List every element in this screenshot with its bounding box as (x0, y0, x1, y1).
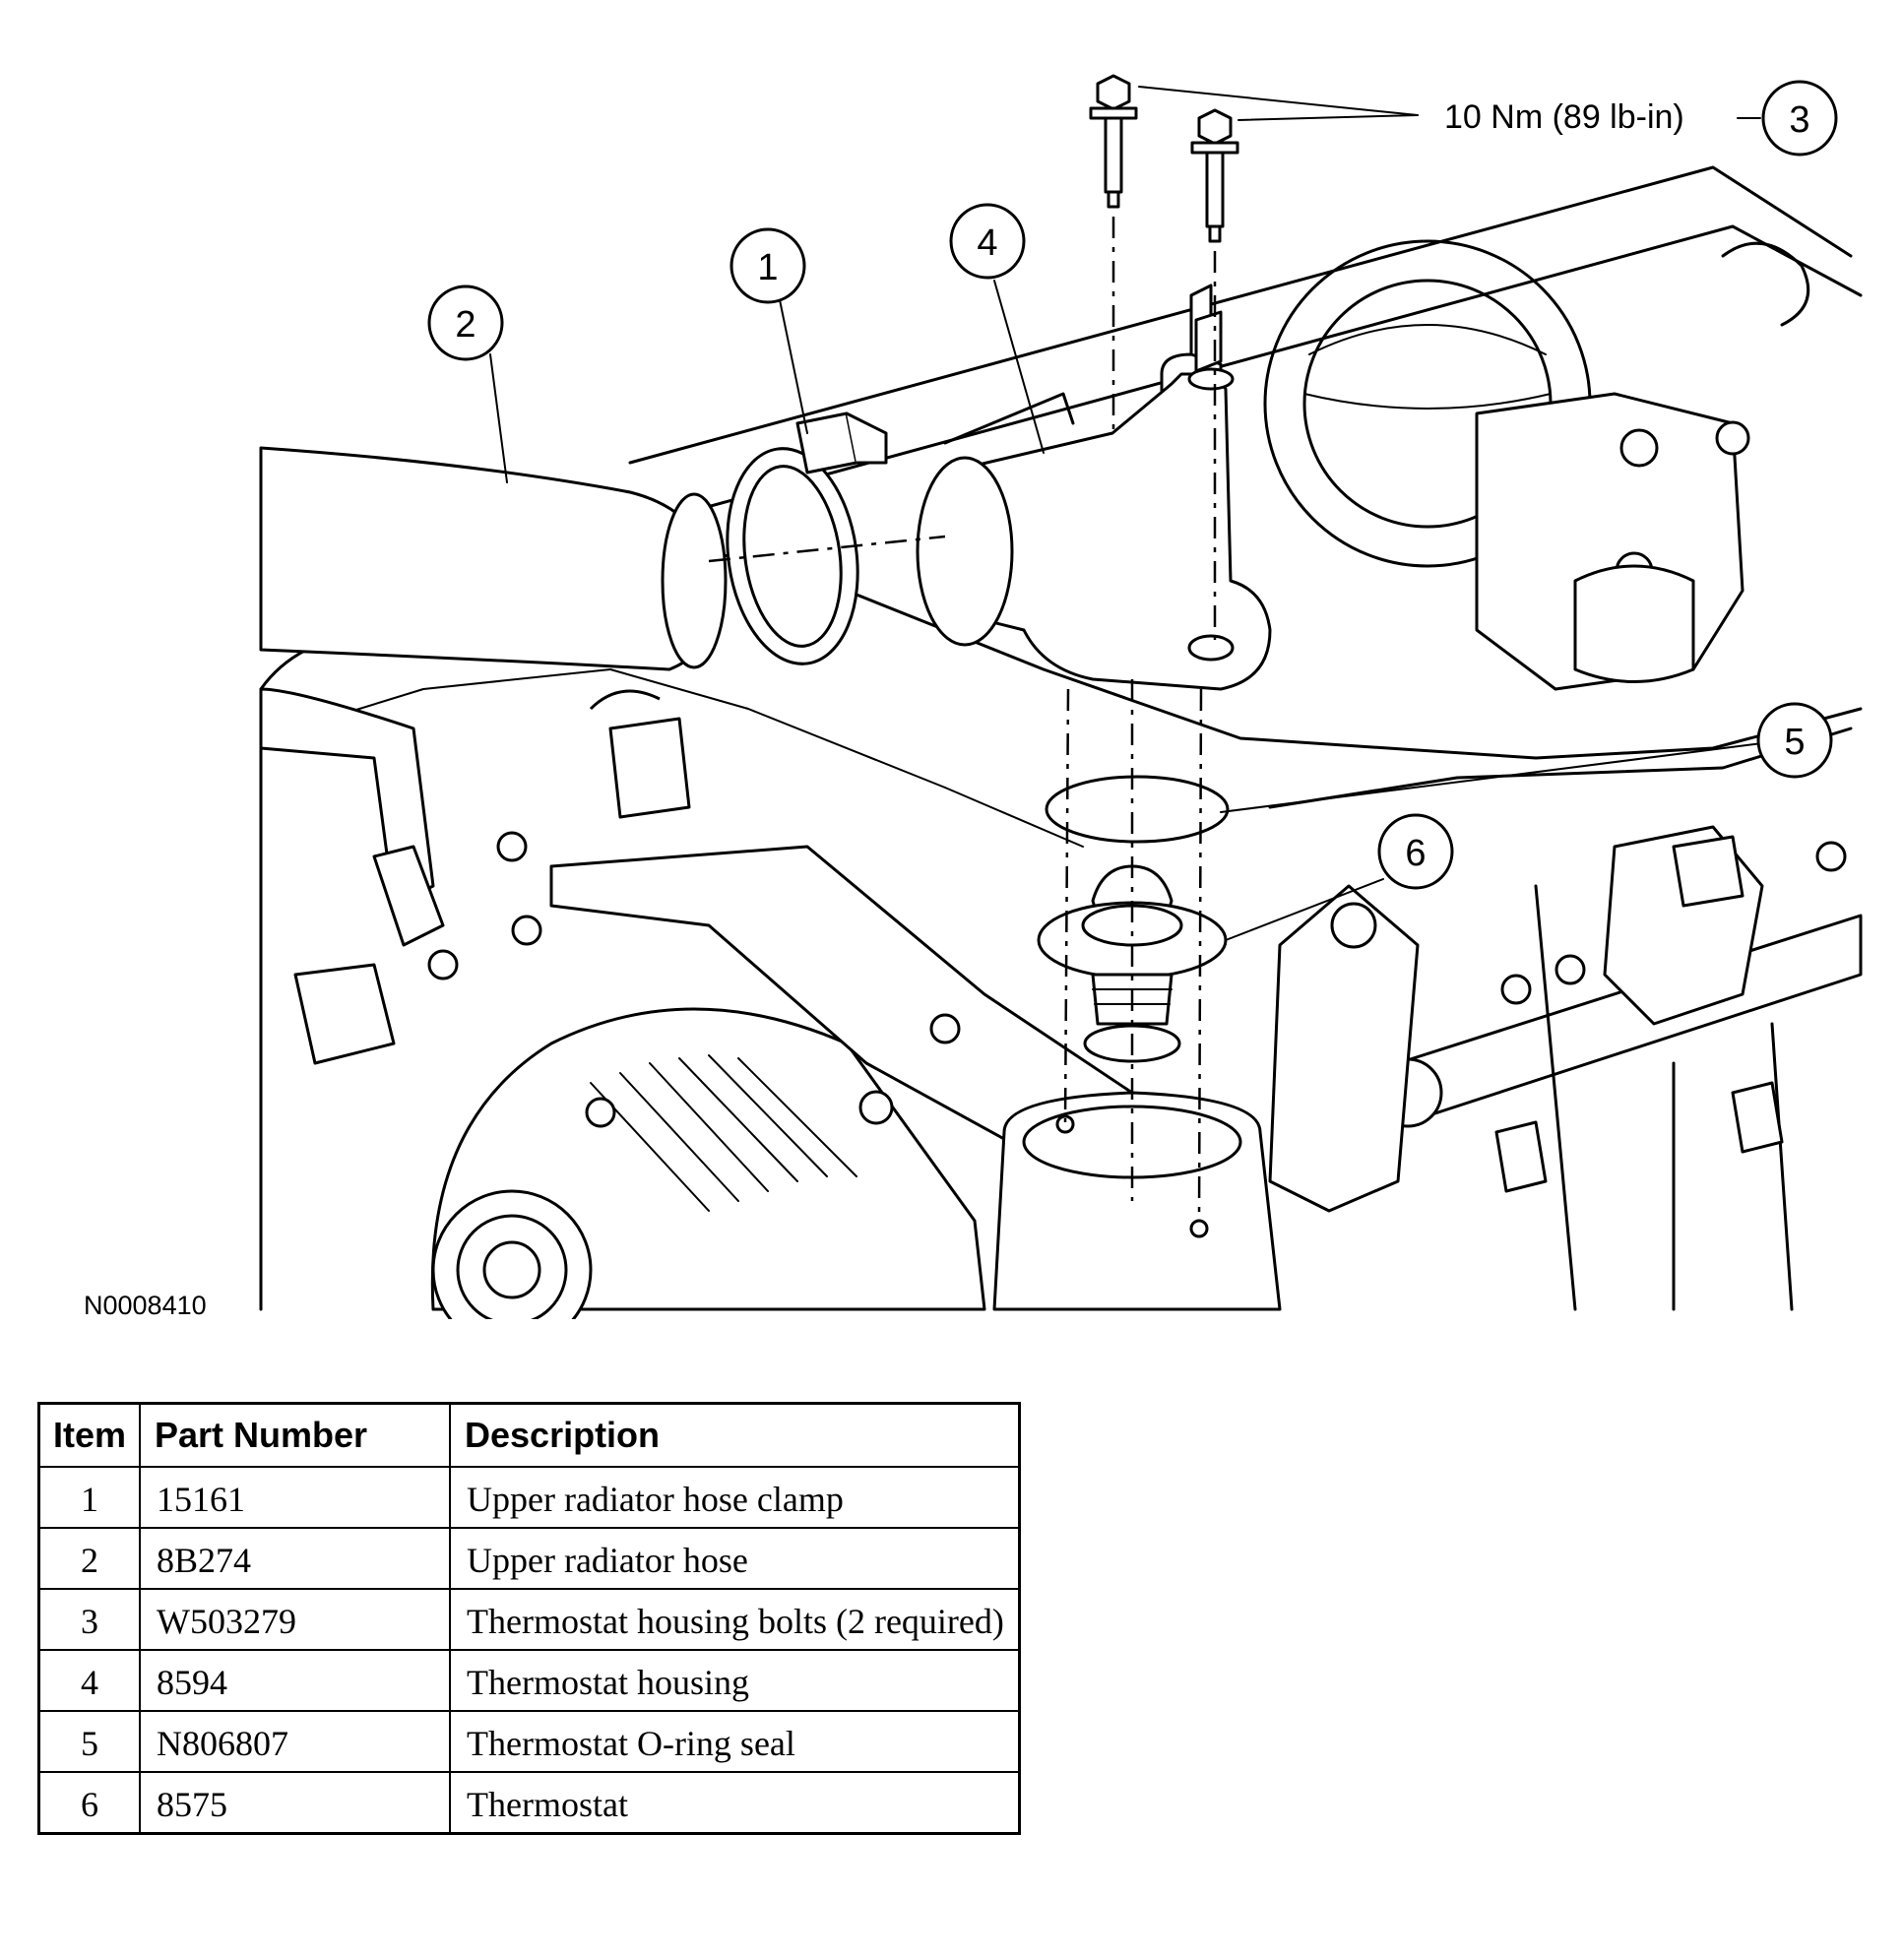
column-header-description: Description (449, 1402, 1021, 1468)
cell-part-number: N806807 (139, 1710, 451, 1773)
alternator (430, 1007, 986, 1319)
cell-item: 1 (37, 1466, 141, 1529)
cell-item: 5 (37, 1710, 141, 1773)
o-ring-seal (1045, 775, 1230, 844)
table-row: 2 8B274 Upper radiator hose (37, 1527, 1021, 1590)
engine-background (259, 165, 1863, 1319)
svg-text:5: 5 (1784, 722, 1805, 763)
cell-description: Thermostat housing (449, 1649, 1021, 1712)
callout-5: 5 (1756, 702, 1833, 779)
callout-1: 1 (729, 227, 806, 304)
leader-lines (489, 86, 1763, 941)
cell-description: Thermostat O-ring seal (449, 1710, 1021, 1773)
callout-6: 6 (1377, 813, 1454, 890)
torque-spec-label: 10 Nm (89 lb-in) (1444, 98, 1684, 136)
column-header-item: Item (37, 1402, 141, 1468)
table-header-row: Item Part Number Description (37, 1402, 1021, 1468)
column-header-part-number: Part Number (139, 1402, 451, 1468)
assembly-centerlines (708, 217, 1217, 1222)
cell-description: Upper radiator hose clamp (449, 1466, 1021, 1529)
svg-text:3: 3 (1789, 99, 1809, 141)
cell-part-number: 15161 (139, 1466, 451, 1529)
cell-item: 4 (37, 1649, 141, 1712)
cell-part-number: 8B274 (139, 1527, 451, 1590)
hose-clamp (726, 411, 888, 665)
housing-bolt-right (1190, 108, 1239, 243)
thermostat (1037, 864, 1228, 1063)
table-row: 6 8575 Thermostat (37, 1771, 1021, 1835)
svg-text:6: 6 (1405, 833, 1426, 874)
table-row: 3 W503279 Thermostat housing bolts (2 re… (37, 1588, 1021, 1651)
figure-id: N0008410 (84, 1291, 207, 1319)
cell-part-number: W503279 (139, 1588, 451, 1651)
housing-bolt-left (1089, 74, 1138, 209)
callout-3: 3 (1761, 80, 1838, 157)
cell-item: 3 (37, 1588, 141, 1651)
parts-table: Item Part Number Description 1 15161 Upp… (37, 1402, 1021, 1835)
cell-item: 2 (37, 1527, 141, 1590)
callout-2: 2 (427, 285, 504, 361)
callout-4: 4 (949, 203, 1026, 280)
thermostat-housing (916, 310, 1272, 691)
exploded-view-diagram: 1 2 3 4 5 6 10 Nm (89 lb-in) N0008410 (84, 74, 1863, 1319)
cell-description: Thermostat housing bolts (2 required) (449, 1588, 1021, 1651)
cell-item: 6 (37, 1771, 141, 1835)
cell-part-number: 8575 (139, 1771, 451, 1835)
table-row: 5 N806807 Thermostat O-ring seal (37, 1710, 1021, 1773)
cell-description: Upper radiator hose (449, 1527, 1021, 1590)
svg-text:4: 4 (977, 222, 997, 264)
svg-text:1: 1 (757, 247, 778, 288)
table-row: 1 15161 Upper radiator hose clamp (37, 1466, 1021, 1529)
table-row: 4 8594 Thermostat housing (37, 1649, 1021, 1712)
cell-part-number: 8594 (139, 1649, 451, 1712)
upper-radiator-hose (259, 446, 728, 671)
svg-text:2: 2 (455, 304, 476, 346)
cell-description: Thermostat (449, 1771, 1021, 1835)
